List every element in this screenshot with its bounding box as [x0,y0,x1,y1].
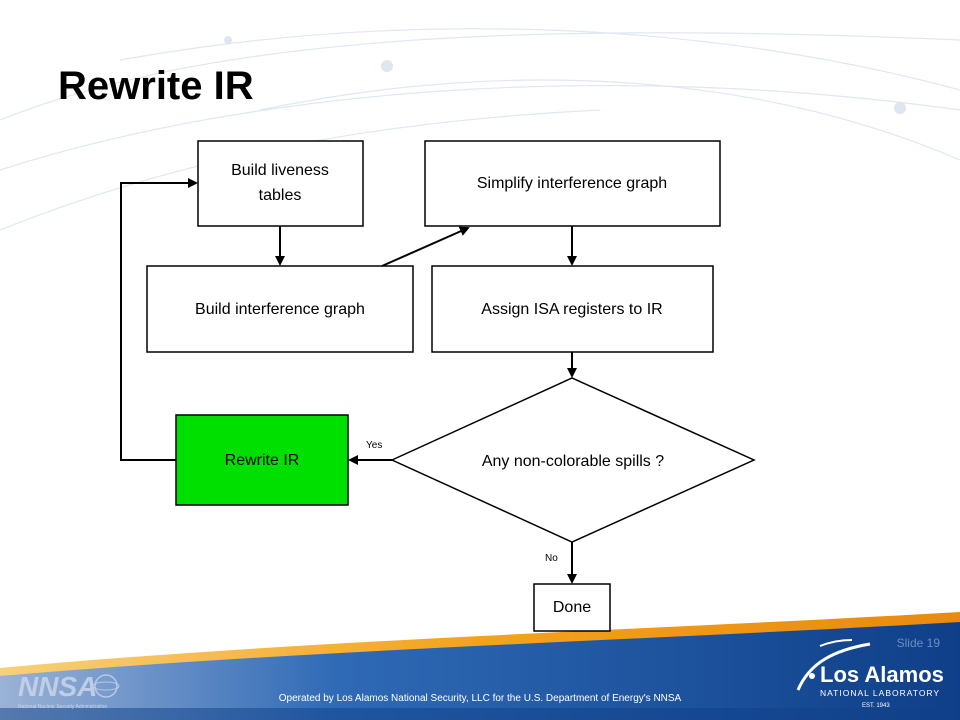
los-alamos-logo: Los Alamos NATIONAL LABORATORY EST. 1943 [796,639,944,709]
node-build-interference-graph: Build interference graph [146,265,414,353]
nnsa-logo: NNSA National Nuclear Security Administr… [18,671,120,710]
node-build-interference-graph-label: Build interference graph [195,301,365,318]
node-done: Done [533,583,611,632]
los-alamos-name: Los Alamos [820,662,944,687]
node-decision: Any non-colorable spills ? [390,377,756,543]
nnsa-logo-text: NNSA [18,671,97,702]
node-rewrite-ir-label: Rewrite IR [225,452,300,469]
footer-blue-band [0,622,960,720]
edge-label-yes: Yes [366,440,382,451]
slide-number: Slide 19 [896,636,940,650]
node-build-liveness-line1: Build liveness [231,162,329,179]
node-build-liveness-line2: tables [259,187,302,204]
los-alamos-subtitle: NATIONAL LABORATORY [820,688,940,698]
edge-build-to-simplify [381,226,470,267]
edge-label-no: No [545,553,558,564]
node-build-liveness: Build liveness tables [197,140,364,227]
background-swooshes [0,28,960,231]
node-assign-registers-label: Assign ISA registers to IR [481,301,662,318]
node-decision-label: Any non-colorable spills ? [482,453,664,470]
page-title: Rewrite IR [58,64,254,108]
node-done-label: Done [553,599,591,616]
node-simplify-graph: Simplify interference graph [424,140,721,227]
footer-operator-text: Operated by Los Alamos National Security… [278,693,682,704]
node-assign-registers: Assign ISA registers to IR [431,265,714,353]
node-rewrite-ir: Rewrite IR [175,414,349,506]
node-simplify-graph-label: Simplify interference graph [477,175,667,192]
edge-rewrite-to-liveness [120,178,198,461]
los-alamos-est: EST. 1943 [862,703,890,709]
footer-text: Operated by Los Alamos National Security… [0,693,960,704]
swoosh-dots [224,36,906,114]
nnsa-tagline: National Nuclear Security Administration [18,704,107,710]
